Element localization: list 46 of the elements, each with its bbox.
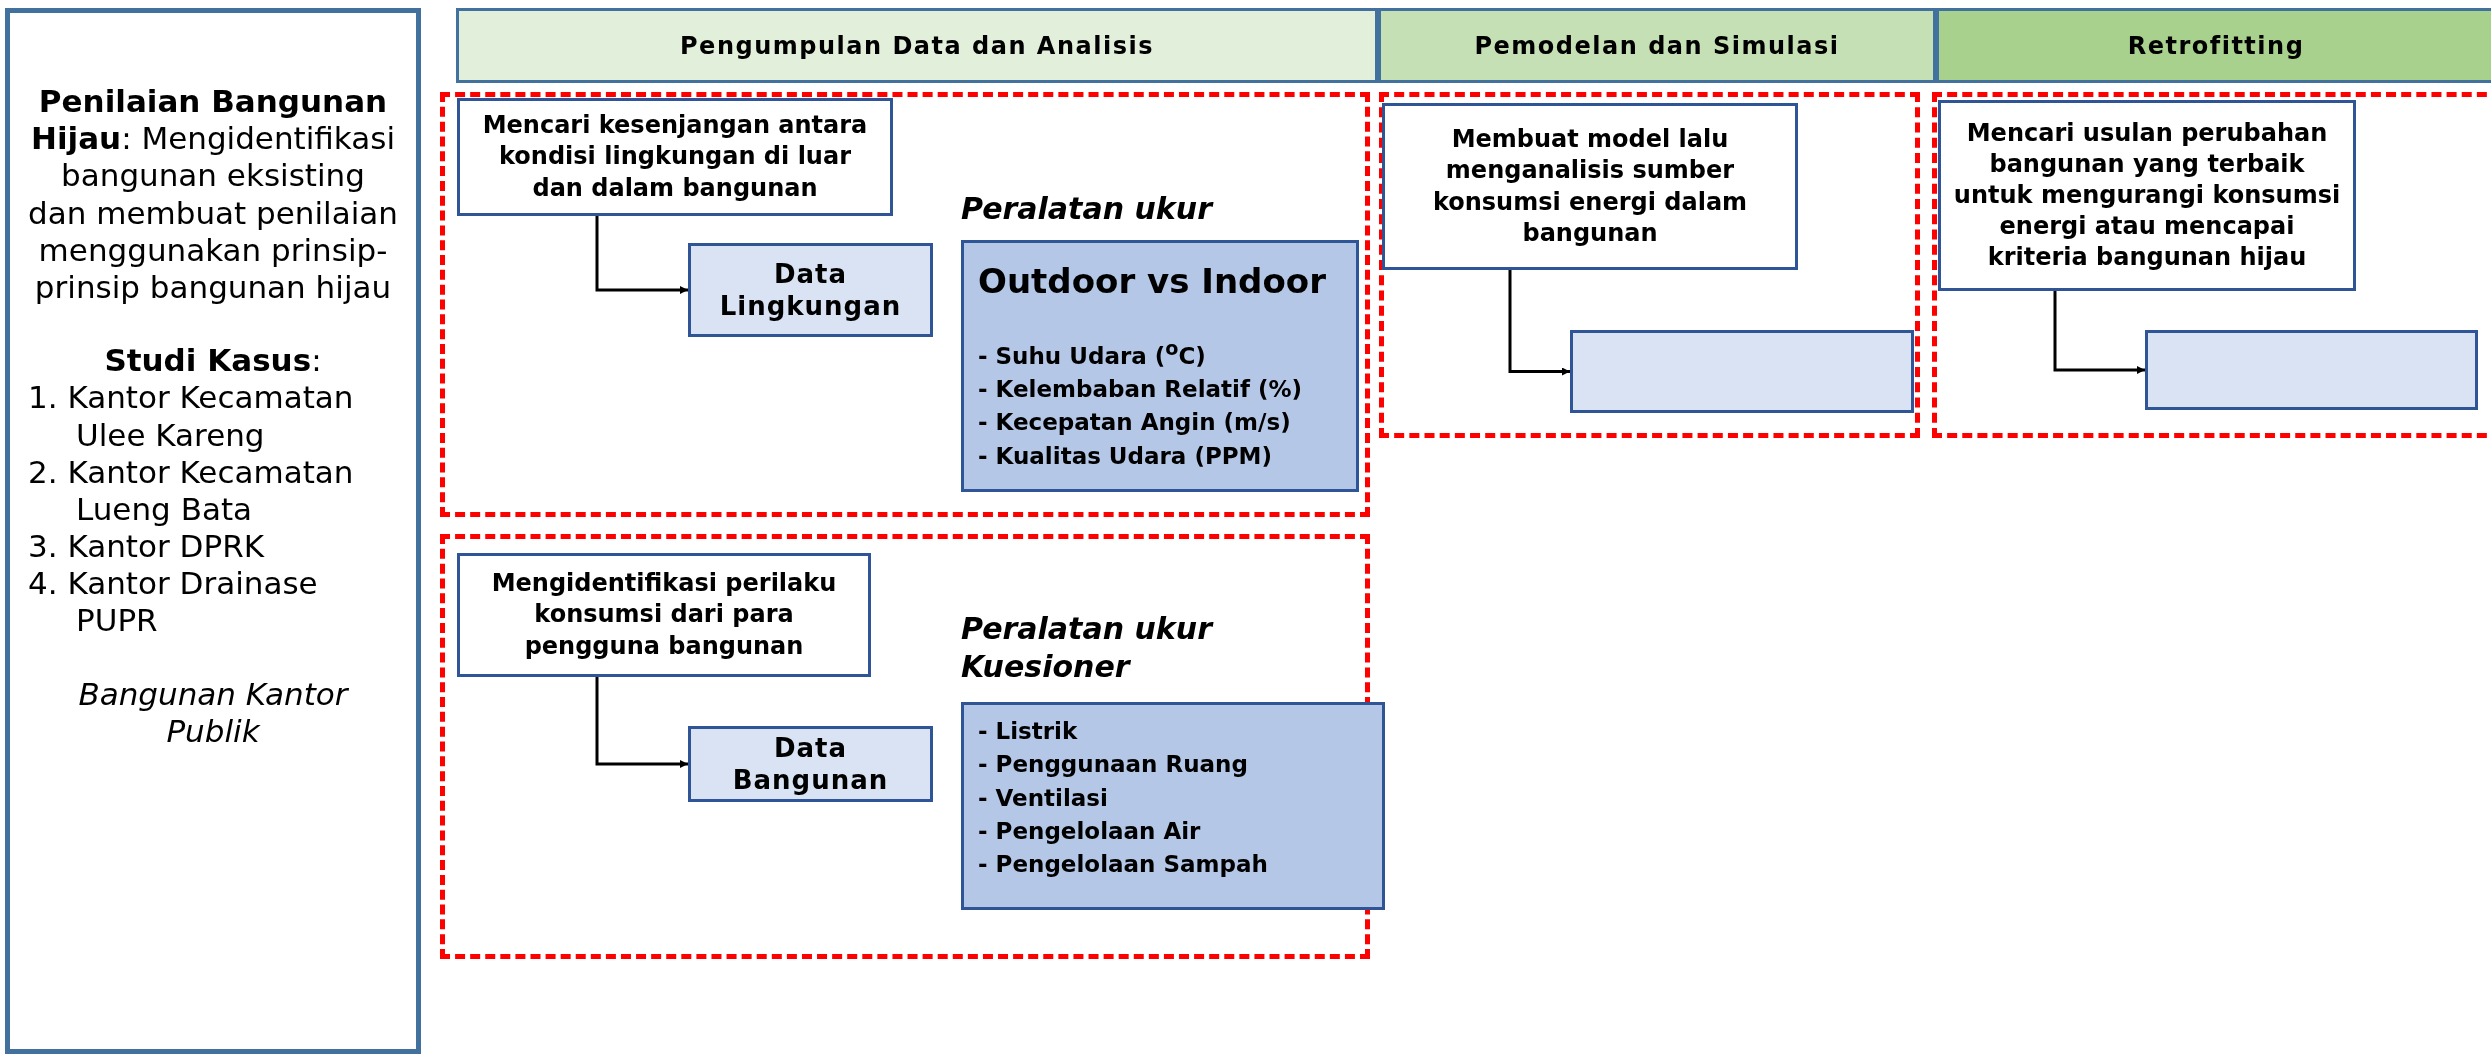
box-label: Data Bangunan <box>731 731 890 797</box>
arrow <box>595 677 688 768</box>
caption-heading: Peralatan ukur Kuesioner <box>961 610 1215 685</box>
caption-heading: Peralatan ukur <box>961 190 1215 228</box>
process-box <box>1938 100 2356 291</box>
data-box <box>688 243 933 337</box>
phase-header <box>1378 8 1936 83</box>
header-label: Pengumpulan Data dan Analisis <box>680 31 1154 60</box>
arrow <box>595 216 688 294</box>
list-item: 4. Kantor Drainase PUPR <box>28 565 319 640</box>
dashed-frame <box>1379 92 1920 438</box>
dashed-frame <box>440 92 1370 517</box>
phase-header <box>456 8 1378 83</box>
list-item: - Kualitas Udara (PPM) <box>978 441 1273 471</box>
box-label: Mencari usulan perubahan bangunan yang terbaik untuk mengurangi konsumsi energi atau mencapai kriteria bangunan hijau <box>1952 117 2342 274</box>
list-item: 2. Kantor Kecamatan Lueng Bata <box>28 453 355 529</box>
info-panel <box>5 8 421 1054</box>
data-box <box>1570 330 1914 413</box>
process-box <box>1382 103 1798 270</box>
data-box <box>2145 330 2478 410</box>
list-item: - Kecepatan Angin (m/s) <box>978 408 1292 438</box>
header-label: Retrofitting <box>2127 31 2305 60</box>
section-heading: Studi Kasus: <box>103 342 323 380</box>
box-label: Mengidentifikasi perilaku konsumsi dari para pengguna bangunan <box>490 568 838 662</box>
list-item: - Ventilasi <box>978 783 1109 813</box>
process-box <box>457 98 893 216</box>
data-box <box>688 726 933 802</box>
process-box <box>457 553 871 677</box>
list-item: 3. Kantor DPRK <box>28 528 266 566</box>
arrow <box>2053 291 2145 374</box>
list-item: - Listrik <box>978 717 1079 746</box>
list-item: - Kelembaban Relatif (%) <box>978 375 1304 404</box>
header-label: Pemodelan dan Simulasi <box>1474 31 1840 60</box>
note-text: Bangunan Kantor Publik <box>77 675 350 750</box>
box-label: Membuat model lalu menganalisis sumber konsumsi energi dalam bangunan <box>1431 124 1749 249</box>
list-item: - Suhu Udara ($^{o}$C) <box>978 336 1207 371</box>
box-label: Mencari kesenjangan antara kondisi lingkungan di luar dan dalam bangunan <box>481 110 869 204</box>
list-item: - Pengelolaan Air <box>978 817 1202 847</box>
box-label: Data Lingkungan <box>718 257 903 323</box>
arrow <box>1508 270 1570 376</box>
list-item: 1. Kantor Kecamatan Ulee Kareng <box>28 379 355 454</box>
list-item: - Pengelolaan Sampah <box>978 850 1269 880</box>
list-item: - Penggunaan Ruang <box>978 750 1249 780</box>
description-text: Penilaian Bangunan Hijau: Mengidentifikasi bangunan eksisting dan membuat penilaian menggunakan prinsip-prinsip bangunan hijau <box>28 83 398 307</box>
phase-header <box>1936 8 2491 83</box>
panel-title: Outdoor vs Indoor <box>978 261 1327 301</box>
